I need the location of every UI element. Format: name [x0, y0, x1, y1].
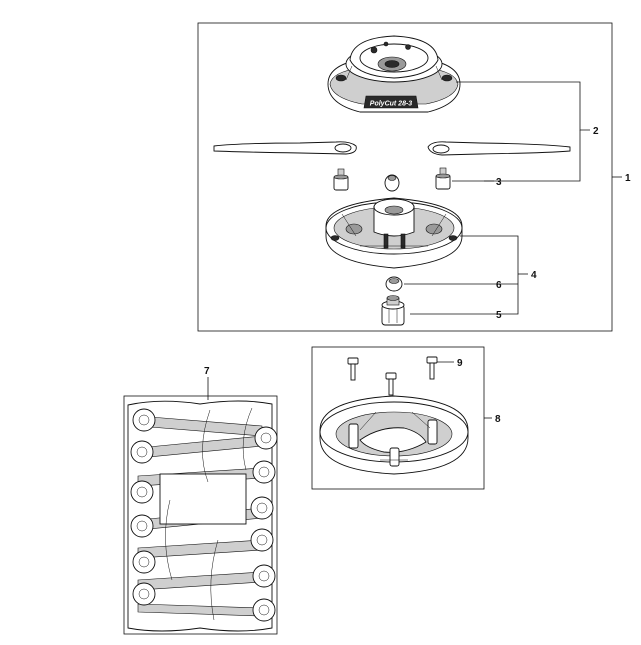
blade-bolt-center	[384, 174, 400, 192]
callout-5: 5	[496, 310, 502, 321]
callout-4: 4	[531, 270, 537, 281]
callout-2: 2	[593, 126, 599, 137]
blade-bolt-left	[333, 168, 349, 191]
blade-pack	[127, 400, 278, 632]
head-label-text: PolyCut 28-3	[370, 101, 413, 108]
blade-left	[213, 141, 357, 155]
blade-pack-frame	[123, 395, 278, 635]
callout-1: 1	[625, 173, 631, 184]
blade-right	[427, 141, 571, 156]
screw-left	[347, 357, 359, 381]
leader-lines	[207, 81, 622, 419]
callout-8: 8	[495, 414, 501, 425]
blade-bolt-right	[435, 167, 451, 190]
callout-6: 6	[496, 280, 502, 291]
spare-base	[319, 395, 469, 475]
screw-right	[426, 356, 438, 380]
sleeve-nut-5	[381, 295, 405, 326]
callout-9: 9	[457, 358, 463, 369]
cutting-head-top: PolyCut 28-3	[327, 35, 461, 113]
callout-3: 3	[496, 177, 502, 188]
callout-7: 7	[204, 366, 210, 377]
nut-6	[385, 276, 403, 292]
screw-center	[385, 372, 397, 396]
cutting-head-base	[325, 197, 463, 269]
